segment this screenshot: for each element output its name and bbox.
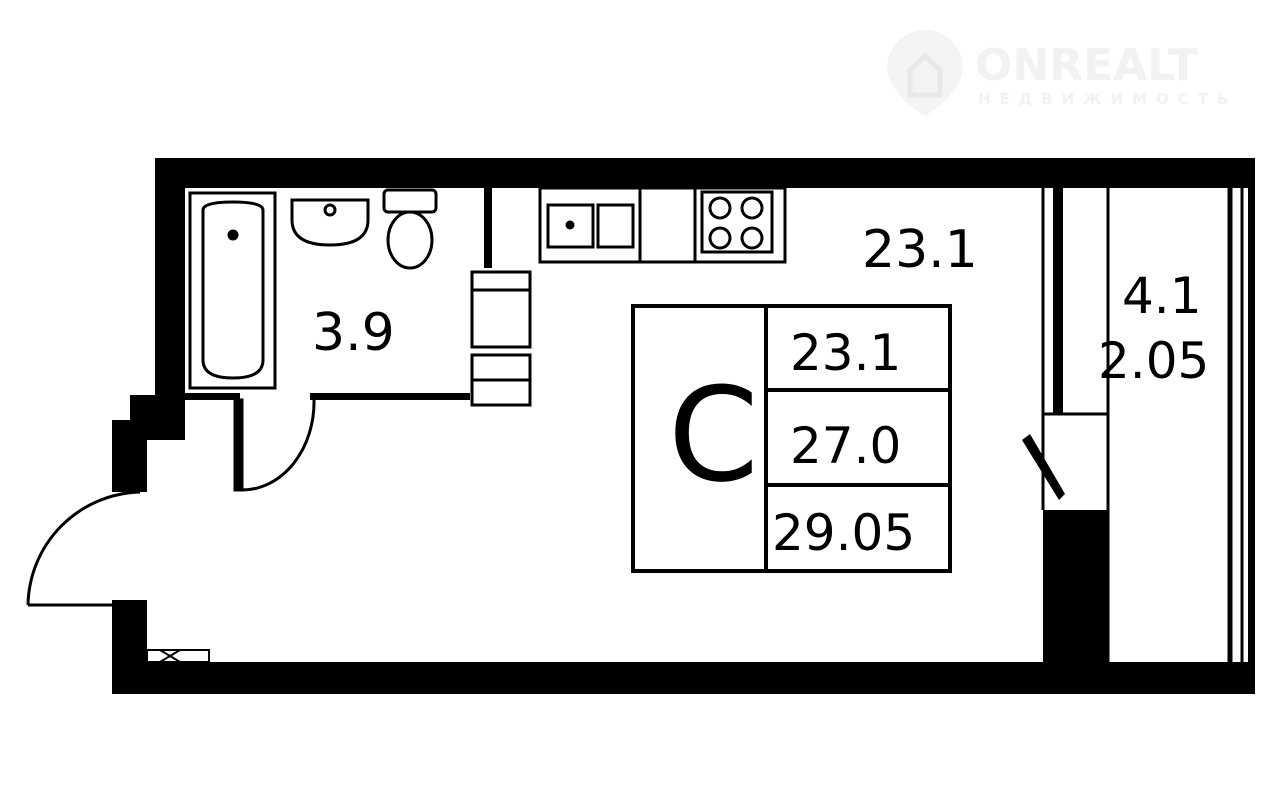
kitchen-counter [538,186,787,264]
watermark-logo: ONREALT НЕДВИЖИМОСТЬ [887,30,1237,116]
total-area: 27.0 [790,417,901,475]
bathtub-icon [188,191,277,390]
living-area: 23.1 [790,324,901,382]
walls [112,158,1255,694]
area-legend: C 23.1 27.0 29.05 [631,304,952,573]
watermark-brand: ONREALT [975,40,1198,91]
washbasin-icon [290,198,370,247]
sink-icon [546,203,635,249]
balcony-reduced-area: 2.05 [1098,332,1209,390]
balcony-door-icon [1022,434,1065,500]
location-pin-icon [887,30,963,116]
bathroom-area: 3.9 [312,303,395,363]
apartment-type: C [668,359,759,511]
bathroom-door-icon [233,398,316,492]
entrance-door-icon [26,490,145,607]
watermark-subtitle: НЕДВИЖИМОСТЬ [978,90,1237,108]
main-room-area: 23.1 [862,220,978,280]
toilet-icon [382,188,438,270]
total-with-balcony: 29.05 [772,504,915,562]
house-icon [907,52,943,98]
balcony-area: 4.1 [1122,267,1202,325]
vent-icon [146,649,210,663]
stove-icon [700,190,774,254]
closet-icon [470,270,532,407]
